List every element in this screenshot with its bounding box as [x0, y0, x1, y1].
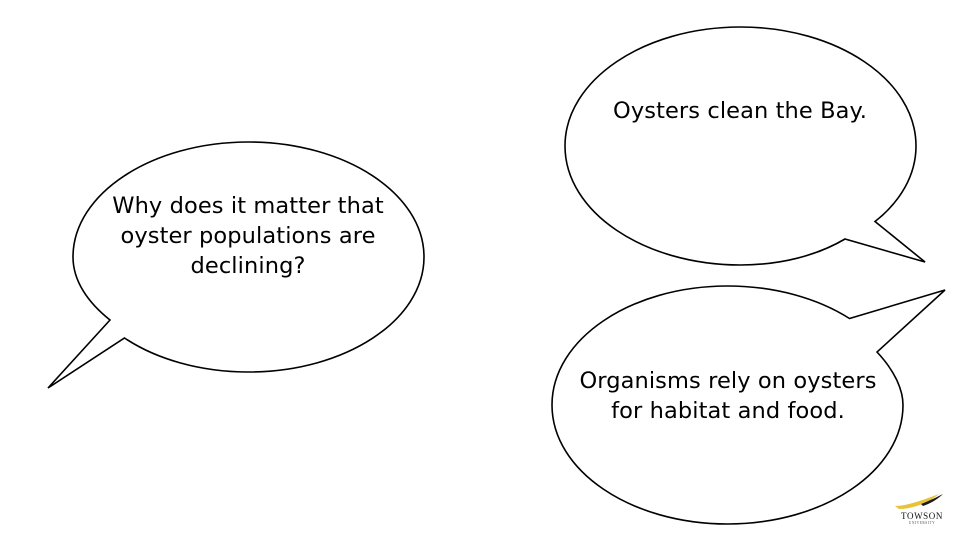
- speech-bubble-habitat-food-shape: [551, 285, 946, 525]
- towson-logo-name: TOWSON: [901, 511, 943, 521]
- towson-university-logo: TOWSON UNIVERSITY: [893, 491, 951, 533]
- speech-bubble-clean-bay-shape: [564, 26, 926, 266]
- speech-bubble-clean-bay-text: Oysters clean the Bay.: [613, 98, 867, 124]
- speech-bubble-question-shape: [47, 141, 425, 389]
- towson-swoosh-icon: [895, 494, 943, 509]
- speech-bubble-question-text: Why does it matter that oyster populatio…: [112, 193, 384, 279]
- speech-bubble-habitat-food-text: Organisms rely on oysters for habitat an…: [579, 368, 877, 424]
- towson-logo-subtitle: UNIVERSITY: [908, 521, 936, 525]
